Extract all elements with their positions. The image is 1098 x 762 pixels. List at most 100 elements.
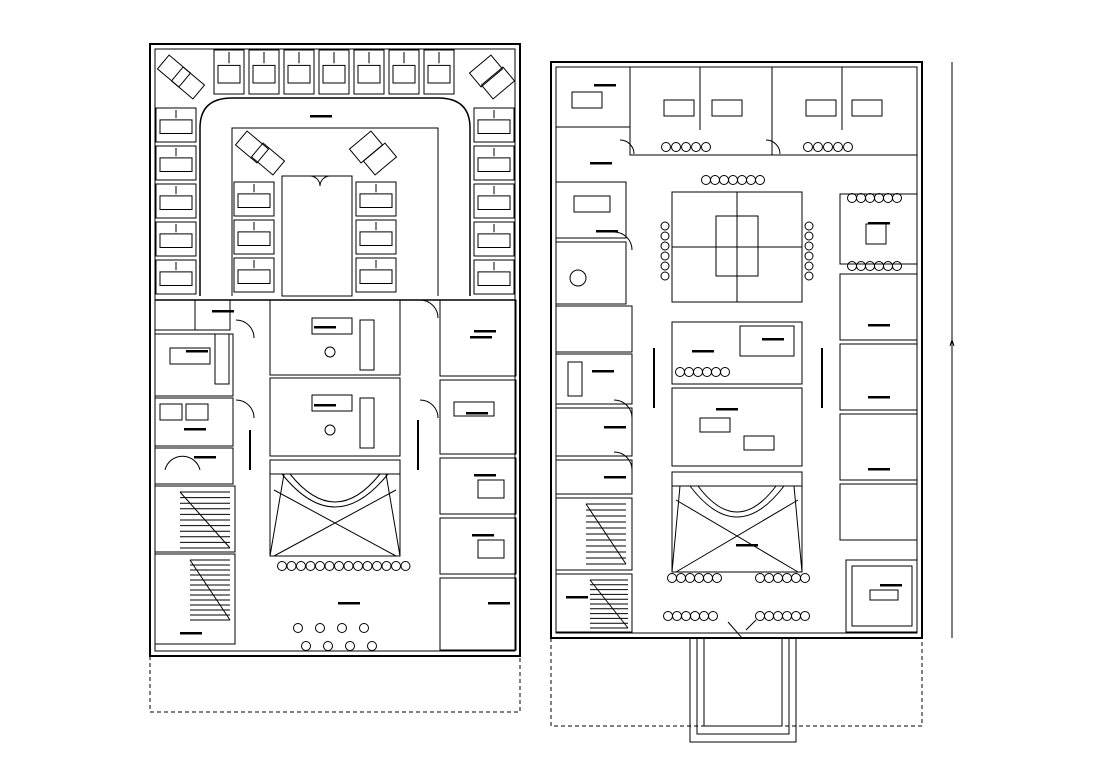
label-mark <box>590 162 612 165</box>
cubicle-desk <box>159 157 193 172</box>
stairwell-2 <box>154 553 236 645</box>
cubicle-desk <box>217 64 241 84</box>
lines <box>671 485 803 573</box>
chair <box>720 367 730 377</box>
cubicle <box>355 219 397 255</box>
workspace-chairs <box>660 221 814 281</box>
cabinet <box>359 319 375 371</box>
cubicle <box>233 257 275 293</box>
cubicle-desk <box>477 271 511 286</box>
office <box>739 325 795 357</box>
chair <box>691 142 701 152</box>
label-mark <box>488 602 510 605</box>
cubicle-desk <box>357 64 381 84</box>
label-mark <box>592 370 614 373</box>
stall <box>159 403 183 421</box>
corner-desk <box>234 130 270 164</box>
label-mark <box>716 408 738 411</box>
chair <box>367 641 377 651</box>
waiting-chairs <box>293 623 369 633</box>
bed <box>311 394 353 412</box>
door-swing <box>613 399 633 419</box>
label-mark <box>692 350 714 353</box>
cubicle-desk <box>359 193 393 208</box>
room <box>154 447 234 485</box>
cubicle-desk <box>477 157 511 172</box>
left-dashed-extension <box>149 656 521 713</box>
label-mark <box>472 534 494 537</box>
chair <box>804 241 814 251</box>
door-swing <box>619 139 635 155</box>
stair-diagonal <box>585 503 627 565</box>
chair <box>755 175 765 185</box>
reception-counter-inner <box>289 473 381 503</box>
office <box>839 273 918 341</box>
room <box>555 305 633 353</box>
chair <box>833 142 843 152</box>
label-mark <box>180 632 202 635</box>
desk <box>851 99 883 117</box>
left-floor-plan <box>149 43 521 713</box>
room <box>555 181 627 239</box>
right-outer-wall <box>550 61 923 639</box>
room <box>845 559 918 633</box>
label-mark <box>314 326 336 329</box>
corner-desk <box>468 54 504 88</box>
desk <box>663 99 695 117</box>
seating <box>214 333 230 385</box>
waiting-chairs <box>661 142 902 621</box>
left-outer-wall <box>149 43 521 657</box>
waiting-chairs <box>277 561 411 571</box>
room <box>439 517 517 575</box>
label-mark <box>762 338 784 341</box>
chair <box>804 231 814 241</box>
lounge <box>839 483 918 541</box>
toilet-room <box>555 407 633 457</box>
label-mark <box>868 468 890 471</box>
office <box>839 413 918 481</box>
label-mark <box>868 396 890 399</box>
chair <box>301 641 311 651</box>
counter <box>567 361 583 397</box>
cubicle-desk <box>427 64 451 84</box>
label-mark <box>474 330 496 333</box>
room <box>555 353 633 405</box>
chair <box>800 611 810 621</box>
room <box>555 459 633 495</box>
office <box>839 343 918 411</box>
bed <box>477 479 505 499</box>
toilet-room <box>154 397 234 447</box>
office-cluster <box>671 387 803 467</box>
cubicle <box>353 49 385 95</box>
reception-counter <box>689 485 785 518</box>
chair <box>293 623 303 633</box>
chair <box>892 193 902 203</box>
cubicle <box>473 107 515 143</box>
corner-desk <box>156 54 192 88</box>
chair <box>843 142 853 152</box>
desk <box>711 99 743 117</box>
label-mark <box>184 428 206 431</box>
chair <box>660 241 670 251</box>
cubicle <box>155 259 197 295</box>
door-swing <box>765 139 781 155</box>
equipment <box>324 424 336 436</box>
label-mark <box>868 324 890 327</box>
cross <box>675 499 799 573</box>
cubicle <box>388 49 420 95</box>
door-swing <box>419 299 439 319</box>
chair <box>708 611 718 621</box>
chair <box>813 142 823 152</box>
label-mark <box>880 584 902 587</box>
chair <box>661 142 671 152</box>
office-cluster <box>671 321 803 385</box>
chair <box>712 573 722 583</box>
chair <box>660 221 670 231</box>
stair-diagonal <box>179 491 231 549</box>
corner-desk <box>170 66 206 100</box>
reception-area <box>671 471 803 573</box>
cubicle-desk <box>477 119 511 135</box>
double-door <box>309 175 331 187</box>
left-center-cubicles <box>233 181 397 293</box>
